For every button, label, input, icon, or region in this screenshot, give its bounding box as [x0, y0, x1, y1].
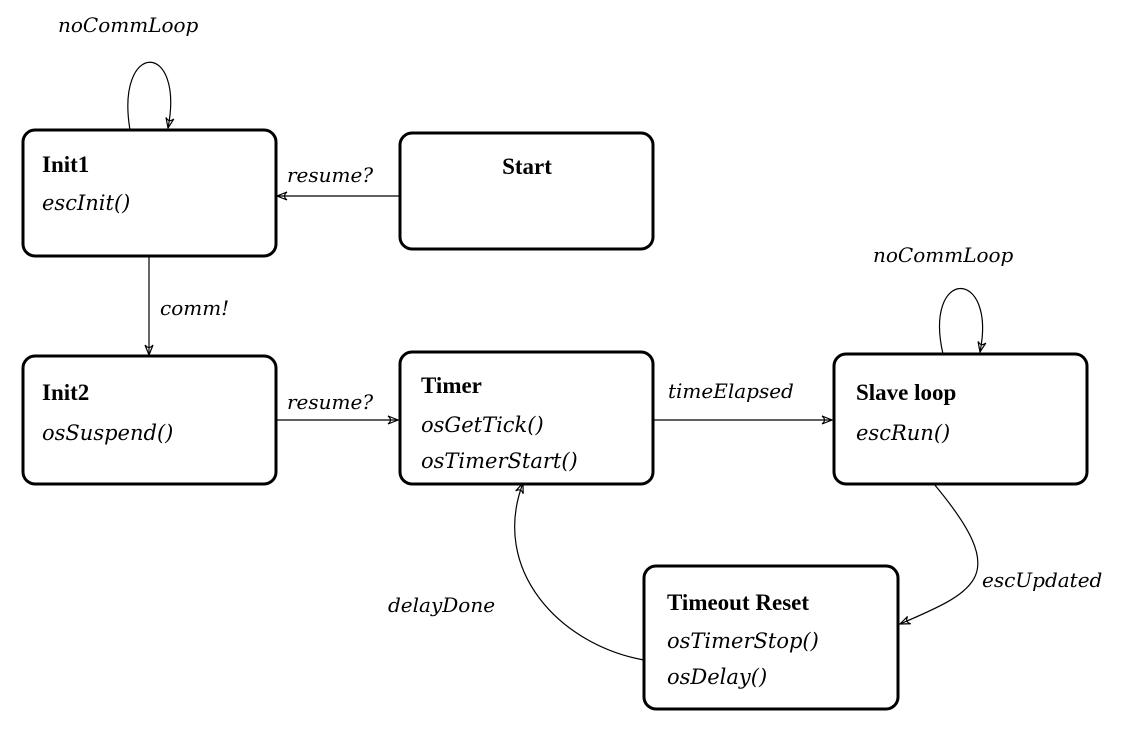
- state-timer-action-2: osTimerStart(): [421, 449, 578, 473]
- state-init2: Init2 osSuspend(): [21, 354, 278, 486]
- edge-slave-loop: [938, 287, 983, 355]
- state-timer: Timer osGetTick() osTimerStart(): [398, 350, 655, 486]
- state-timeout-reset: Timeout Reset osTimerStop() osDelay(): [642, 564, 900, 711]
- state-slave-loop: Slave loop escRun(): [832, 352, 1089, 486]
- state-slave-loop-title: Slave loop: [856, 380, 956, 405]
- state-slave-loop-action: escRun(): [856, 421, 950, 445]
- label-timer-to-slave: timeElapsed: [668, 379, 794, 403]
- state-start: Start: [398, 131, 655, 251]
- state-timer-action-1: osGetTick(): [421, 413, 544, 437]
- label-init1-loop: noCommLoop: [58, 13, 199, 37]
- label-start-to-init1: resume?: [287, 163, 373, 187]
- state-timeout-reset-action-2: osDelay(): [667, 665, 767, 689]
- label-slave-to-timeout: escUpdated: [982, 568, 1102, 592]
- state-timeout-reset-title: Timeout Reset: [667, 590, 809, 615]
- label-init2-to-timer: resume?: [287, 390, 373, 414]
- state-init1-title: Init1: [42, 152, 89, 177]
- label-timeout-to-timer: delayDone: [388, 593, 495, 617]
- state-timeout-reset-action-1: osTimerStop(): [667, 629, 819, 653]
- edge-slave-to-timeout: [900, 483, 979, 624]
- state-init1-action: escInit(): [42, 191, 130, 215]
- state-init2-title: Init2: [42, 380, 89, 405]
- label-slave-loop: noCommLoop: [873, 243, 1014, 267]
- state-timer-title: Timer: [421, 373, 482, 398]
- state-init1: Init1 escInit(): [21, 128, 278, 258]
- label-init1-to-init2: comm!: [160, 296, 229, 320]
- state-init2-action: osSuspend(): [42, 421, 173, 445]
- edge-init1-loop: [127, 61, 171, 131]
- edge-timeout-to-timer: [514, 483, 645, 661]
- state-start-title: Start: [502, 154, 552, 179]
